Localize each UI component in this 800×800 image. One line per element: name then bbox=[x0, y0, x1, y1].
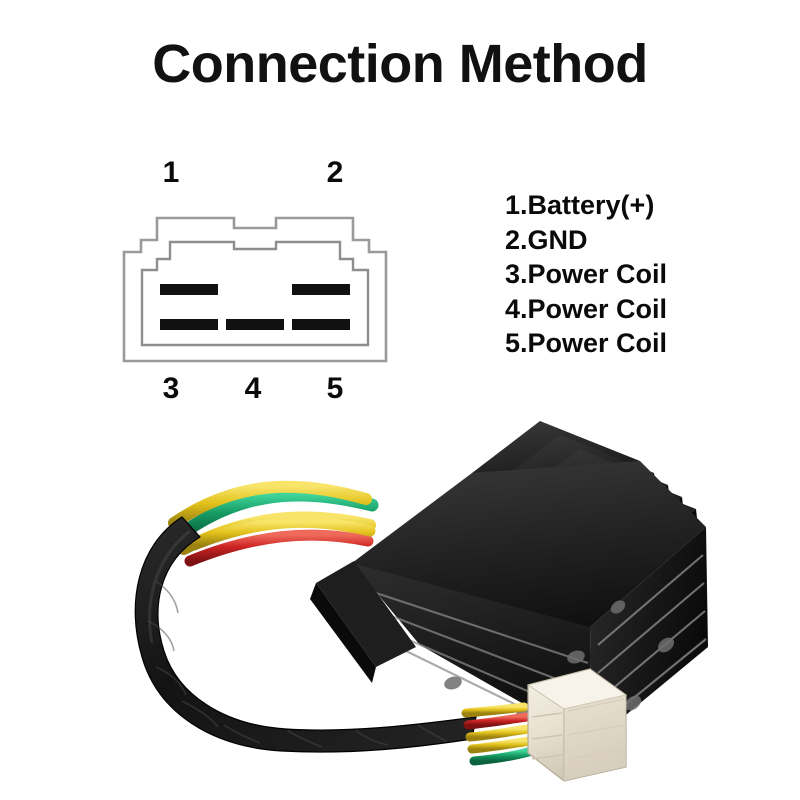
connector-outline bbox=[122, 216, 388, 363]
tape-creases bbox=[147, 580, 447, 748]
wire-bundle-bottom bbox=[461, 702, 537, 766]
pin-number-3: 3 bbox=[162, 372, 180, 405]
legend-item-4: 4.Power Coil bbox=[505, 293, 668, 324]
pin-slot-5 bbox=[292, 319, 350, 330]
pin-number-4: 4 bbox=[244, 372, 262, 405]
pin-number-1: 1 bbox=[162, 156, 180, 189]
regulator-illustration bbox=[134, 421, 708, 782]
regulator-product-image bbox=[120, 395, 720, 795]
legend-item-2: 2.GND bbox=[505, 224, 588, 255]
pin-legend: 1.Battery(+) 2.GND 3.Power Coil 4.Power … bbox=[505, 188, 775, 361]
legend-item-5: 5.Power Coil bbox=[505, 328, 668, 358]
white-connector-plug bbox=[526, 668, 628, 782]
connector-pinout-diagram: 1 2 3 4 5 bbox=[110, 150, 400, 415]
fin-groove-highlights-right bbox=[597, 554, 707, 728]
pin-slot-3 bbox=[160, 319, 218, 330]
wire-entry-boss bbox=[316, 561, 416, 667]
wire-bundle-top bbox=[168, 480, 379, 567]
pin-number-5: 5 bbox=[326, 372, 344, 405]
pin-slot-4 bbox=[226, 319, 284, 330]
legend-item-1: 1.Battery(+) bbox=[505, 190, 655, 220]
page-title: Connection Method bbox=[152, 34, 648, 94]
wire-entry-boss-shadow bbox=[310, 583, 376, 683]
legend-item-3: 3.Power Coil bbox=[505, 259, 668, 289]
heat-sink-body bbox=[310, 421, 708, 743]
heat-sink-right-face bbox=[590, 527, 708, 743]
pin-slot-1 bbox=[160, 284, 218, 295]
pin-number-2: 2 bbox=[326, 156, 344, 189]
pin-slot-2 bbox=[292, 284, 350, 295]
